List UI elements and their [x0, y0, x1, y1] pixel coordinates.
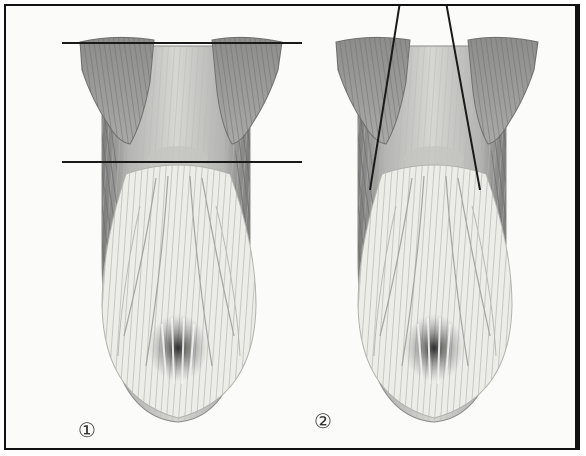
panel-2-number: ② — [314, 411, 332, 431]
panel-1-number: ① — [78, 420, 96, 440]
dog-head-illustration — [6, 6, 580, 450]
panel-1-head — [62, 37, 302, 422]
panel-2-head — [336, 6, 538, 422]
illustration-frame: ① ② — [4, 4, 580, 450]
